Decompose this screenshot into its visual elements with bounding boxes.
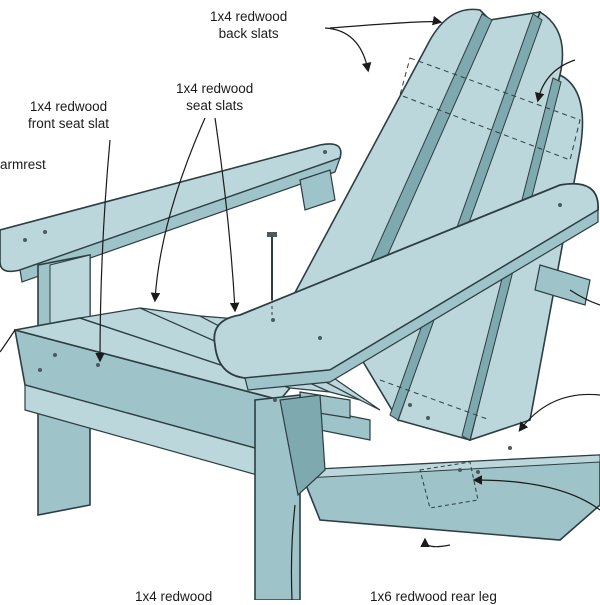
armrest-label: armrest: [0, 156, 46, 173]
front-seat-slat-label-line-2: front seat slat: [28, 116, 110, 131]
screw-icon: [267, 232, 277, 318]
right-armrest: [213, 182, 599, 391]
left-arm-support: [299, 169, 336, 211]
bottom-left-label: 1x4 redwood: [135, 588, 212, 605]
right-arm-support: [534, 264, 591, 306]
rear-leg-label-text: 1x6 redwood rear leg: [370, 589, 497, 604]
left-armrest: [0, 143, 342, 283]
screw-holes: [23, 150, 562, 474]
front-seat-slat-label: 1x4 redwood front seat slat: [28, 98, 109, 132]
rear-leg-label: 1x6 redwood rear leg: [370, 588, 497, 605]
back-slats-label: 1x4 redwood back slats: [210, 8, 287, 42]
leader-lines: [0, 15, 600, 600]
armrest-label-text: armrest: [0, 157, 46, 172]
seat-slats-label-line-2: seat slats: [186, 98, 244, 113]
bottom-left-label-text: 1x4 redwood: [135, 589, 213, 604]
front-seat-slat-label-line-1: 1x4 redwood: [29, 99, 108, 114]
seat-slats-label-line-1: 1x4 redwood: [176, 81, 254, 96]
seat-slats-label: 1x4 redwood seat slats: [176, 80, 253, 114]
back-slats-label-line-2: back slats: [218, 26, 279, 41]
back-slats-label-line-1: 1x4 redwood: [210, 9, 288, 24]
